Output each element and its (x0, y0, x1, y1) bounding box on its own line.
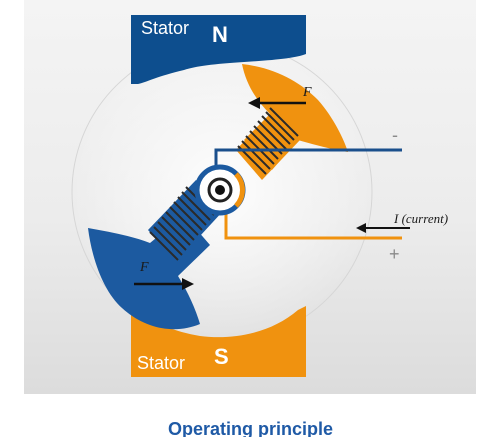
coil-lower (149, 186, 215, 261)
wire-negative (214, 148, 402, 166)
stator-top-label: Stator (141, 18, 190, 38)
terminal-negative-label: - (392, 125, 398, 145)
figure-caption: Operating principle (167, 419, 334, 437)
stator-bottom-shape (131, 306, 306, 377)
terminal-positive-label: + (389, 244, 400, 264)
force-arrow-bottom (134, 278, 194, 290)
wire-positive (224, 214, 402, 240)
force-label-top: F (303, 85, 312, 100)
force-arrow-top (248, 97, 306, 109)
commutator-segment (234, 172, 245, 208)
current-arrow (356, 223, 410, 233)
force-label-bottom: F (140, 260, 149, 275)
shaft-center (215, 185, 225, 195)
stator-bottom-label: Stator (137, 353, 186, 373)
stator-top-shape (131, 15, 306, 84)
current-label: I (current) (394, 211, 449, 226)
pole-south-label: S (214, 344, 229, 369)
pole-north-label: N (212, 22, 228, 47)
